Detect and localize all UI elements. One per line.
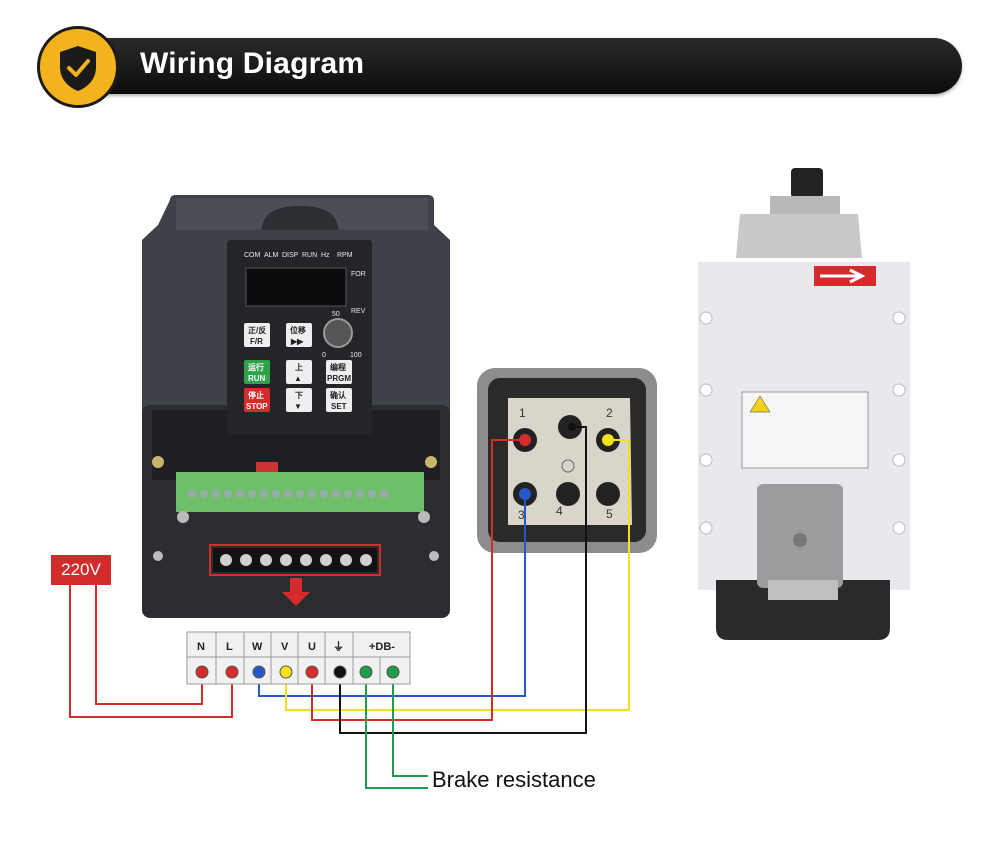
indicator-disp: DISP (282, 252, 299, 259)
indicator-com: COM (244, 252, 261, 259)
speed-knob[interactable] (323, 318, 353, 348)
pin-label-3: 3 (518, 508, 525, 522)
key-run[interactable]: 运行 RUN (244, 360, 270, 384)
terminal-u (305, 665, 319, 679)
svg-text:运行: 运行 (248, 362, 264, 372)
wire-v-yellow (285, 439, 630, 711)
arrow-right-icon (820, 268, 866, 284)
wire-u-red (311, 439, 525, 721)
wire-ground-black (339, 426, 587, 734)
brake-resistance-label: Brake resistance (432, 767, 596, 792)
knob-mid-label: 50 (332, 311, 340, 318)
svg-text:上: 上 (295, 362, 303, 372)
shield-check-icon (60, 46, 96, 91)
power-terminal-screws (220, 554, 372, 566)
terminal-v (279, 665, 293, 679)
key-prgm[interactable]: 编程 PRGM (326, 360, 352, 384)
pin-label-4: 4 (556, 504, 563, 518)
wire-brake-1 (365, 672, 428, 789)
wire-brake-2 (392, 672, 428, 777)
svg-text:F/R: F/R (250, 337, 263, 346)
indicator-run: RUN (302, 252, 317, 259)
terminal-label-v: V (281, 641, 289, 653)
svg-text:编程: 编程 (330, 362, 346, 372)
terminal-l (225, 665, 239, 679)
pin-socket-5 (596, 482, 620, 506)
key-down[interactable]: 下 ▼ (286, 388, 312, 412)
aviation-connector: 1 2 3 4 5 (477, 368, 657, 553)
terminal-db-plus (359, 665, 373, 679)
terminal-label-db: +DB- (369, 641, 395, 653)
terminal-label-n: N (197, 641, 205, 653)
shield-check-badge (37, 26, 119, 108)
svg-text:▲: ▲ (294, 374, 302, 383)
terminal-strip: N L W V U ⏚ +DB- (186, 631, 411, 685)
svg-text:▼: ▼ (294, 402, 302, 411)
led-display (245, 267, 347, 307)
power-220v-label: 220V (51, 555, 111, 585)
svg-text:正/反: 正/反 (248, 325, 266, 335)
indicator-hz: Hz (321, 252, 330, 259)
indicator-alm: ALM (264, 252, 279, 259)
svg-text:▶▶: ▶▶ (290, 337, 304, 346)
pin-label-5: 5 (606, 507, 613, 521)
spindle-motor (698, 168, 910, 640)
terminal-label-ground: ⏚ (333, 640, 344, 653)
page-title: Wiring Diagram (140, 47, 365, 80)
warning-icon (749, 395, 771, 413)
svg-text:SET: SET (331, 402, 347, 411)
svg-text:STOP: STOP (246, 402, 268, 411)
knob-min-label: 0 (322, 352, 326, 359)
svg-text:位移: 位移 (290, 325, 306, 335)
svg-text:PRGM: PRGM (327, 374, 351, 383)
pin-label-2: 2 (606, 406, 613, 420)
terminal-w (252, 665, 266, 679)
svg-text:RUN: RUN (248, 374, 266, 383)
key-fr[interactable]: 正/反 F/R (244, 323, 270, 347)
terminal-ground (333, 665, 347, 679)
terminal-n (195, 665, 209, 679)
key-stop[interactable]: 停止 STOP (244, 388, 270, 412)
indicator-rpm: RPM (337, 252, 353, 259)
terminal-label-u: U (308, 641, 316, 653)
svg-text:停止: 停止 (248, 390, 264, 400)
terminal-db-minus (386, 665, 400, 679)
svg-text:下: 下 (295, 391, 303, 400)
key-up[interactable]: 上 ▲ (286, 360, 312, 384)
terminal-label-l: L (226, 641, 233, 653)
rev-label: REV (351, 308, 366, 315)
header-bar (70, 38, 962, 94)
vfd-keypad: COM ALM DISP RUN Hz RPM FOR REV 0 50 100… (227, 240, 372, 435)
terminal-label-w: W (252, 641, 263, 653)
knob-max-label: 100 (350, 352, 362, 359)
wire-n (95, 585, 203, 705)
wires (69, 426, 630, 789)
key-set[interactable]: 确认 SET (326, 388, 352, 412)
pin-socket-4 (556, 482, 580, 506)
for-label: FOR (351, 271, 366, 278)
wire-l (69, 585, 233, 718)
pcb-terminal-screws (188, 490, 388, 498)
arrow-down-icon (282, 578, 310, 606)
key-shift[interactable]: 位移 ▶▶ (286, 323, 312, 347)
pin-label-1: 1 (519, 406, 526, 420)
svg-text:确认: 确认 (330, 390, 347, 400)
